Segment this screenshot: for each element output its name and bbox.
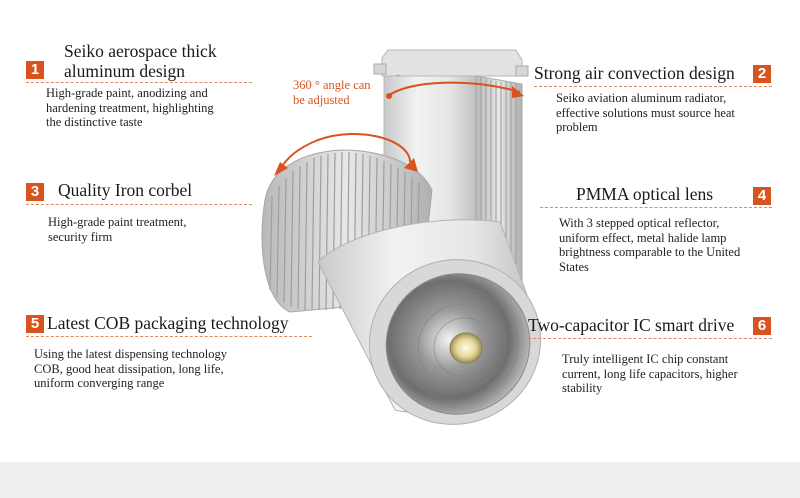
- feature-3-badge: 3: [26, 183, 44, 201]
- feature-1-divider: [26, 82, 252, 83]
- feature-2-badge: 2: [753, 65, 771, 83]
- feature-1-title-line-1: Seiko aerospace thick: [64, 41, 217, 61]
- rotation-arrow-head: [279, 132, 411, 171]
- feature-5-description: Using the latest dispensing technology C…: [34, 347, 228, 390]
- track-adapter: [373, 49, 529, 80]
- rotation-arrowhead-column: [512, 86, 524, 98]
- feature-2-description: Seiko aviation aluminum radiator, effect…: [556, 91, 735, 134]
- feature-1-title-line-2: aluminum design: [64, 61, 186, 81]
- feature-1-badge: 1: [26, 61, 44, 79]
- feature-4-title: PMMA optical lens: [576, 184, 714, 204]
- feature-6-divider: [528, 338, 772, 339]
- feature-6-title: Two-capacitor IC smart drive: [528, 315, 735, 335]
- bottom-band: [0, 462, 800, 498]
- feature-4-divider: [540, 207, 772, 208]
- feature-3-divider: [26, 204, 252, 205]
- lamp-body: [317, 219, 542, 425]
- rotation-arrow-column: [387, 81, 521, 97]
- feature-3-description: High-grade paint treatment, security fir…: [48, 215, 187, 244]
- track-light-illustration: [261, 49, 542, 425]
- rotation-pivot-dot: [386, 93, 392, 99]
- feature-4-badge: 4: [753, 187, 771, 205]
- feature-4-description: With 3 stepped optical reflector, unifor…: [559, 216, 741, 274]
- feature-2-title: Strong air convection design: [534, 63, 735, 83]
- feature-5-divider: [26, 336, 312, 337]
- feature-5-title: Latest COB packaging technology: [47, 313, 289, 333]
- feature-6-description: Truly intelligent IC chip constant curre…: [562, 352, 738, 395]
- feature-2-divider: [534, 86, 772, 87]
- angle-adjust-note: 360 ° angle can be adjusted: [293, 78, 371, 107]
- rotation-arrowhead-right: [404, 158, 418, 172]
- feature-5-badge: 5: [26, 315, 44, 333]
- feature-3-title: Quality Iron corbel: [58, 180, 193, 200]
- feature-1-description: High-grade paint, anodizing and hardenin…: [46, 86, 214, 129]
- feature-6-badge: 6: [753, 317, 771, 335]
- rotation-arrowhead-left: [274, 162, 288, 176]
